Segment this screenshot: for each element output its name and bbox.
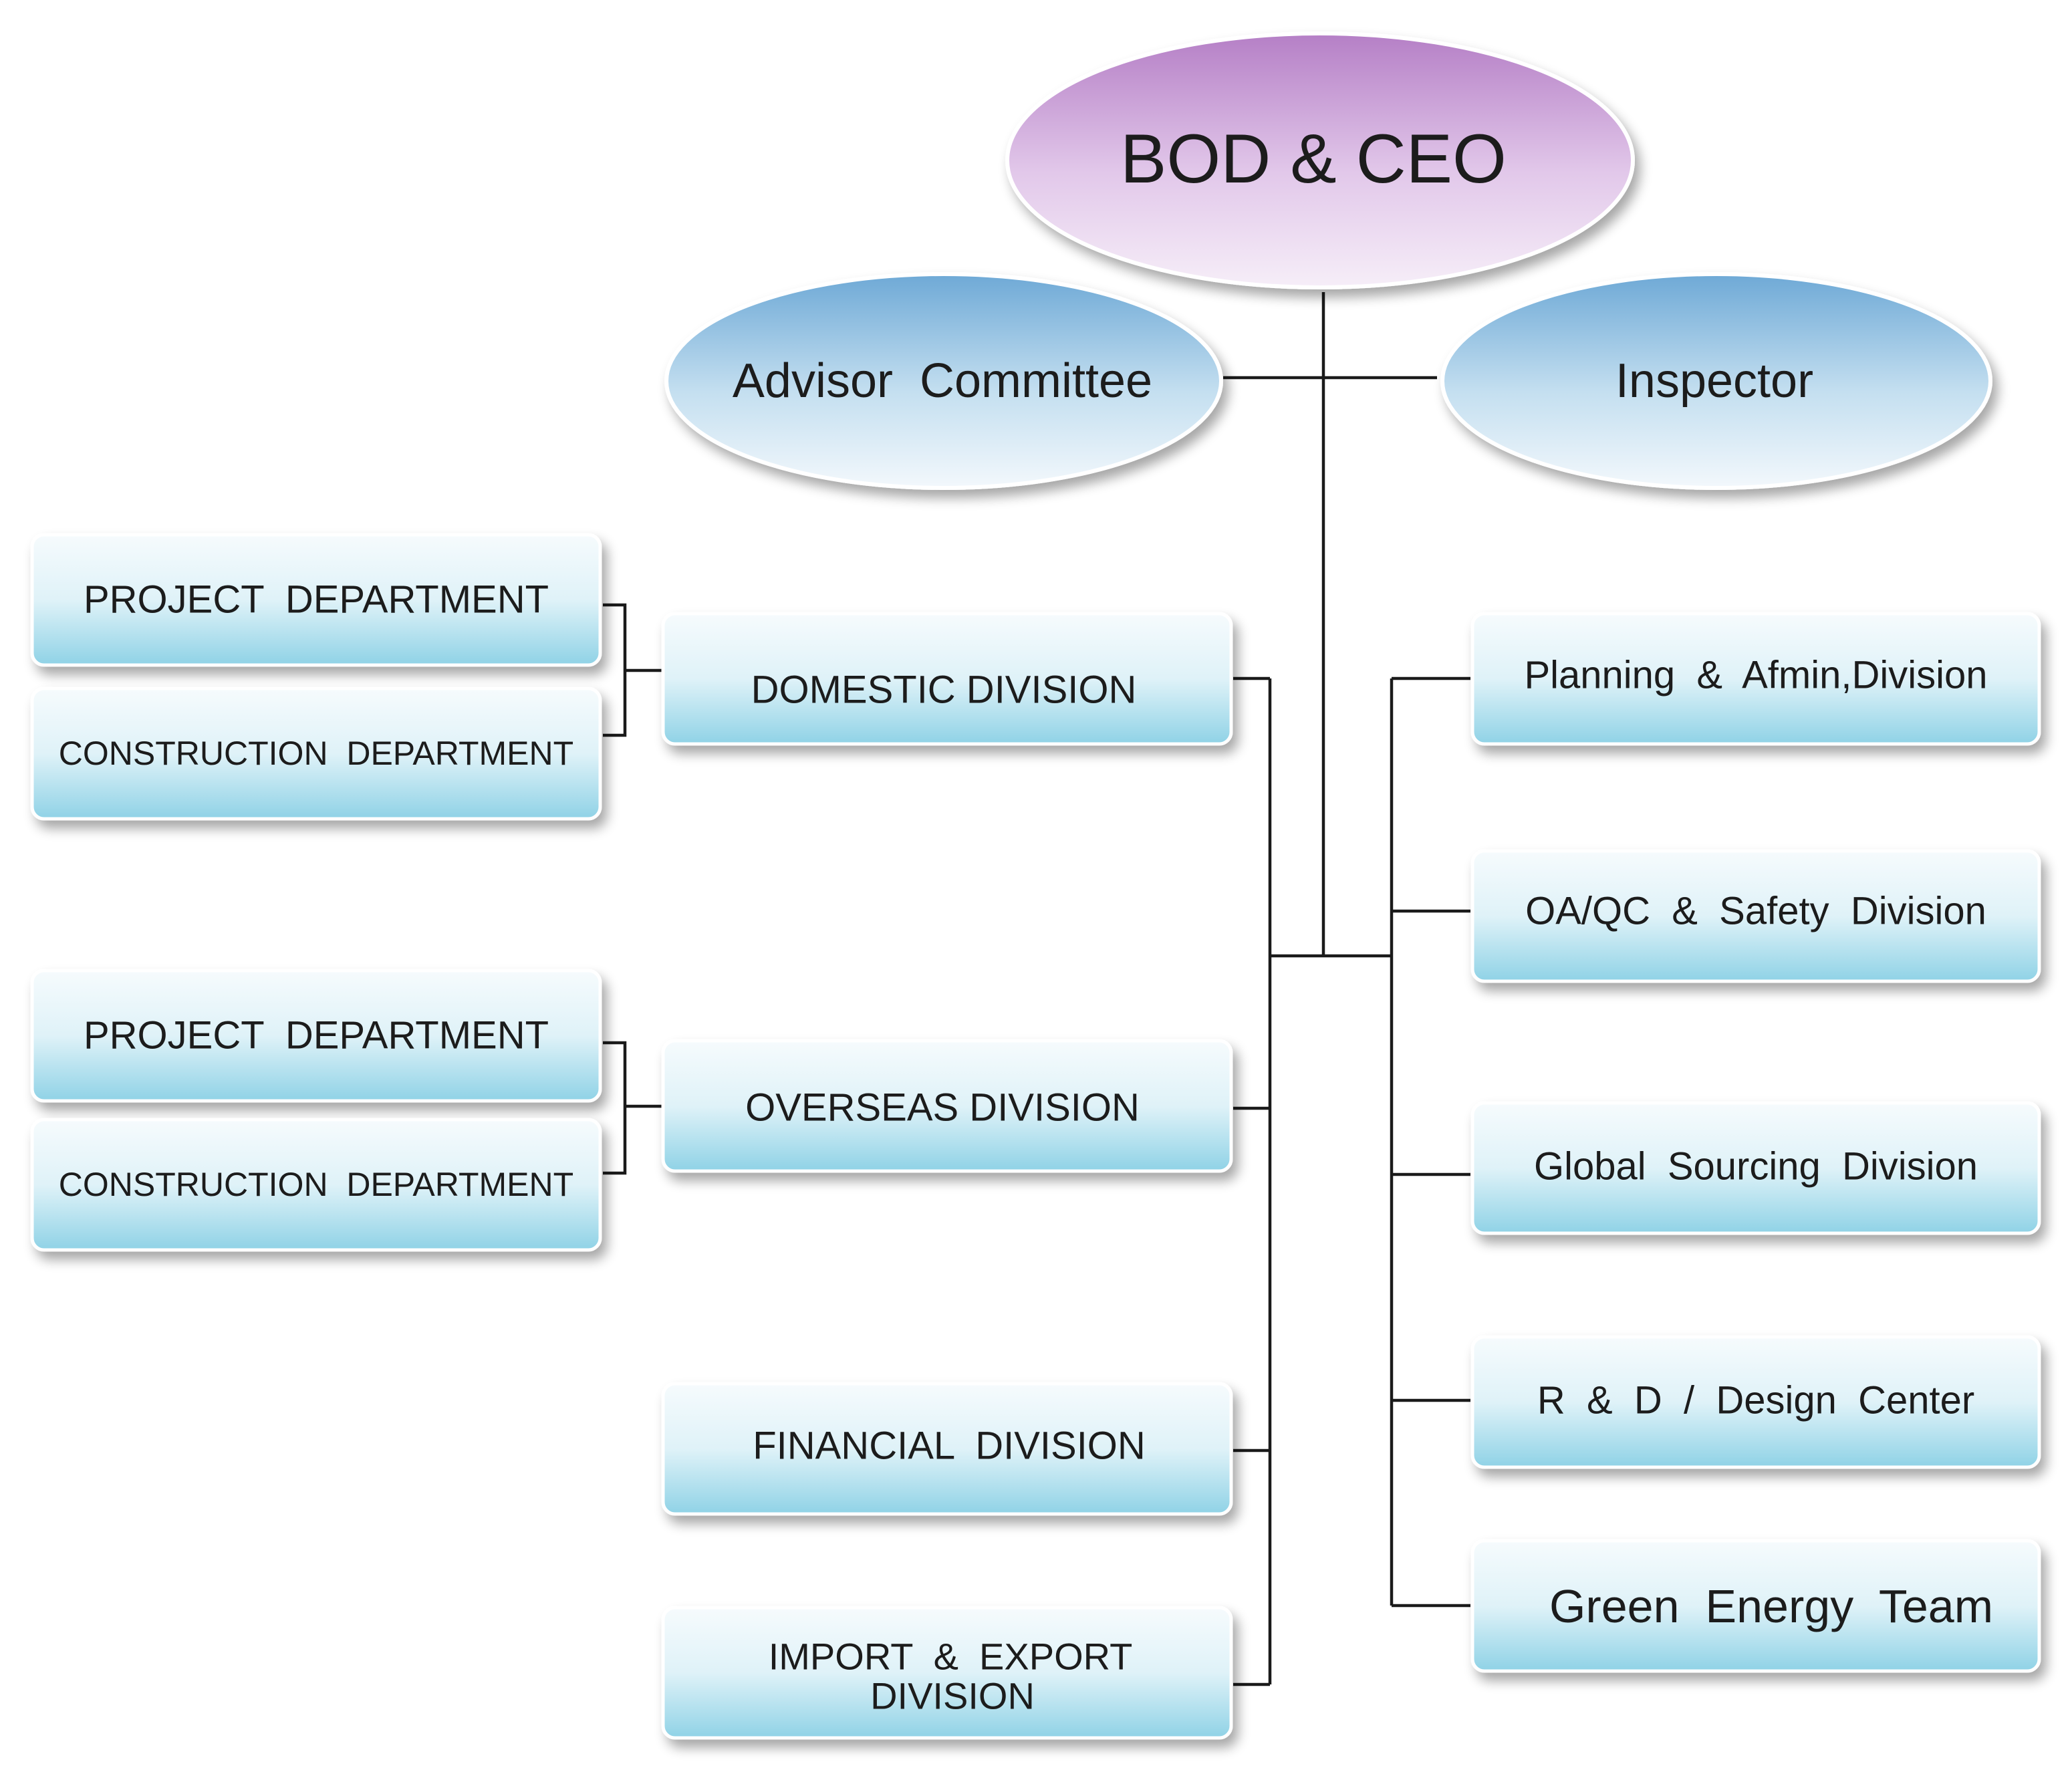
- inspector-label: Inspector: [1615, 354, 1813, 408]
- domestic-division-box[interactable]: DOMESTIC DIVISION: [661, 612, 1233, 746]
- domestic-construction-department-box[interactable]: CONSTRUCTION DEPARTMENT: [30, 686, 602, 821]
- division-label: OVERSEAS DIVISION: [745, 1086, 1140, 1130]
- division-label-line-2: DIVISION: [870, 1675, 1035, 1717]
- global-sourcing-division-box[interactable]: Global Sourcing Division: [1470, 1101, 2041, 1235]
- ceo-label: BOD & CEO: [1120, 120, 1507, 198]
- department-label: PROJECT DEPARTMENT: [84, 578, 549, 622]
- oaqc-safety-division-box[interactable]: OA/QC & Safety Division: [1470, 849, 2041, 983]
- domestic-project-department-box[interactable]: PROJECT DEPARTMENT: [30, 533, 602, 667]
- division-label: OA/QC & Safety Division: [1525, 890, 1986, 933]
- department-label: CONSTRUCTION DEPARTMENT: [59, 735, 573, 772]
- green-energy-team-box[interactable]: Green Energy Team: [1470, 1539, 2041, 1673]
- import-export-division-box[interactable]: IMPORT & EXPORT DIVISION: [661, 1606, 1233, 1740]
- financial-division-box[interactable]: FINANCIAL DIVISION: [661, 1382, 1233, 1516]
- inspector-node[interactable]: Inspector: [1440, 272, 1992, 490]
- rnd-design-center-box[interactable]: R & D / Design Center: [1470, 1335, 2041, 1469]
- ceo-node[interactable]: BOD & CEO: [1005, 31, 1635, 289]
- division-label: R & D / Design Center: [1537, 1379, 1974, 1422]
- division-label-line-1: IMPORT & EXPORT: [769, 1636, 1133, 1678]
- overseas-construction-department-box[interactable]: CONSTRUCTION DEPARTMENT: [30, 1118, 602, 1252]
- department-label: PROJECT DEPARTMENT: [84, 1014, 549, 1057]
- connector-lines: [603, 292, 1470, 1686]
- division-label: Global Sourcing Division: [1534, 1145, 1978, 1188]
- advisor-committee-node[interactable]: Advisor Committee: [664, 272, 1223, 490]
- overseas-project-department-box[interactable]: PROJECT DEPARTMENT: [30, 969, 602, 1103]
- division-label: Green Energy Team: [1549, 1580, 1993, 1632]
- bracket-domestic-departments: [603, 603, 662, 737]
- bracket-overseas-departments: [603, 1041, 662, 1175]
- advisor-committee-label: Advisor Committee: [733, 354, 1152, 408]
- planning-admin-division-box[interactable]: Planning & Afmin,Division: [1470, 612, 2041, 746]
- division-label: FINANCIAL DIVISION: [753, 1424, 1146, 1468]
- department-label: CONSTRUCTION DEPARTMENT: [59, 1166, 573, 1203]
- division-label: Planning & Afmin,Division: [1524, 654, 1987, 697]
- overseas-division-box[interactable]: OVERSEAS DIVISION: [661, 1039, 1233, 1173]
- division-label: DOMESTIC DIVISION: [751, 668, 1137, 712]
